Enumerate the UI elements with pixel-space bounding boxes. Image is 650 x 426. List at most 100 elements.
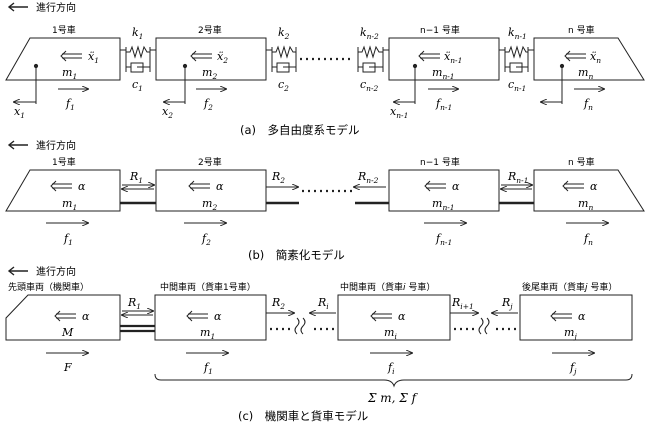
force-an: fn xyxy=(583,97,593,112)
car-cj-title: 後尾車両（貨車j 号車） xyxy=(522,281,617,293)
caption-a: (a) 多自由度系モデル xyxy=(240,123,360,137)
accel-an: ẍn xyxy=(590,50,601,65)
accel-an1: ẍn-1 xyxy=(444,50,462,65)
car-c1-body xyxy=(154,294,267,341)
c-an2: cn-2 xyxy=(360,78,379,93)
reaction-c2: R2 xyxy=(271,296,285,311)
force-ci: fi xyxy=(387,361,395,376)
direction-arrow-c xyxy=(7,266,28,276)
force-a2: f2 xyxy=(203,97,213,112)
car-ci-title: 中間車両（貨車i 号車） xyxy=(340,281,435,293)
alpha-b1: α xyxy=(78,180,86,193)
panel-b xyxy=(5,140,645,223)
alpha-c0: α xyxy=(82,310,90,323)
accel-arrows-b xyxy=(50,180,584,192)
car-a1-body xyxy=(5,37,121,81)
coupler-a1 xyxy=(120,45,156,73)
c-a1: c1 xyxy=(132,78,143,93)
force-c1: f1 xyxy=(203,361,213,376)
accel-a1: ẍ1 xyxy=(88,50,99,65)
mass-an: mn xyxy=(578,66,593,81)
car-a2-title: 2号車 xyxy=(198,24,222,36)
mass-cj: mj xyxy=(564,326,577,341)
break-mark-c1 xyxy=(294,317,306,335)
car-c1-title: 中間車両（貨車1号車） xyxy=(160,281,256,293)
direction-label-b: 進行方向 xyxy=(36,139,76,152)
force-b1: f1 xyxy=(63,232,73,247)
car-cj-body xyxy=(519,294,633,341)
accel-arrows-a xyxy=(60,50,586,62)
car-bn-body xyxy=(533,169,645,212)
mass-c0: M xyxy=(61,326,74,339)
car-bn1-title: n−1 号車 xyxy=(420,156,460,168)
alpha-cj: α xyxy=(578,310,586,323)
car-b2-body xyxy=(155,169,267,212)
reaction-b1: R1 xyxy=(129,170,143,185)
disp-an1: xn-1 xyxy=(390,105,408,120)
car-bn1-body xyxy=(388,169,500,212)
reaction-arrows-b xyxy=(122,185,532,189)
k-an2: kn-2 xyxy=(360,26,379,41)
car-b2-title: 2号車 xyxy=(198,156,222,168)
direction-arrow-a xyxy=(7,2,28,12)
direction-arrow-b xyxy=(7,140,28,150)
mass-b1: m1 xyxy=(62,197,77,212)
accel-arrows-c xyxy=(54,310,572,322)
car-an1-body xyxy=(388,37,500,81)
car-b1-title: 1号車 xyxy=(52,156,76,168)
alpha-ci: α xyxy=(398,310,406,323)
alpha-b2: α xyxy=(216,180,224,193)
reaction-bn2: Rn-2 xyxy=(357,170,379,185)
reaction-ci: Ri xyxy=(317,296,329,311)
reaction-cj: Rj xyxy=(501,296,513,311)
mass-an1: mn-1 xyxy=(432,66,455,81)
k-an1: kn-1 xyxy=(508,26,527,41)
reaction-ci1: Ri+1 xyxy=(451,296,474,311)
mass-b2: m2 xyxy=(202,197,217,212)
c-a2: c2 xyxy=(278,78,289,93)
car-an-body xyxy=(533,37,645,81)
alpha-bn1: α xyxy=(452,180,460,193)
direction-label-c: 進行方向 xyxy=(36,265,76,278)
car-c-loco-body xyxy=(5,294,121,341)
reaction-arrows-c xyxy=(122,311,518,315)
mass-c1: m1 xyxy=(200,326,215,341)
mass-bn1: mn-1 xyxy=(432,197,455,212)
mass-bn: mn xyxy=(578,197,593,212)
sum-brace xyxy=(154,373,633,388)
car-a1-title: 1号車 xyxy=(52,24,76,36)
coupler-an1 xyxy=(499,45,534,73)
alpha-bn: α xyxy=(590,180,598,193)
car-an1-title: n−1 号車 xyxy=(420,24,460,36)
force-cj: fj xyxy=(569,361,577,376)
car-c-loco-title: 先頭車両（機関車） xyxy=(8,281,89,293)
disp-a2: x2 xyxy=(162,105,173,120)
k-a2: k2 xyxy=(278,26,290,41)
mass-a2: m2 xyxy=(202,66,217,81)
direction-label-a: 進行方向 xyxy=(36,1,76,14)
car-a2-body xyxy=(155,37,267,81)
force-bn: fn xyxy=(583,232,593,247)
car-bn-title: n 号車 xyxy=(568,156,595,168)
force-bn1: fn-1 xyxy=(435,232,452,247)
reaction-bn1: Rn-1 xyxy=(507,170,528,185)
caption-c: (c) 機関車と貨車モデル xyxy=(238,409,368,423)
disp-a1: x1 xyxy=(14,105,25,120)
break-mark-c2 xyxy=(478,317,490,335)
force-b2: f2 xyxy=(201,232,211,247)
force-c0: F xyxy=(63,361,72,374)
reaction-b2: R2 xyxy=(271,170,285,185)
sum-label: Σ m, Σ f xyxy=(367,391,419,405)
c-an1: cn-1 xyxy=(508,78,526,93)
k-a1: k1 xyxy=(132,26,143,41)
caption-b: (b) 簡素化モデル xyxy=(248,248,345,262)
car-ci-body xyxy=(337,294,451,341)
coupler-a2 xyxy=(266,45,297,73)
displacement-markers-a xyxy=(14,63,565,104)
mass-ci: mi xyxy=(384,326,397,341)
reaction-c1: R1 xyxy=(127,296,141,311)
car-an-title: n 号車 xyxy=(568,24,595,36)
coupler-an2 xyxy=(357,45,389,73)
panel-a xyxy=(5,2,645,104)
